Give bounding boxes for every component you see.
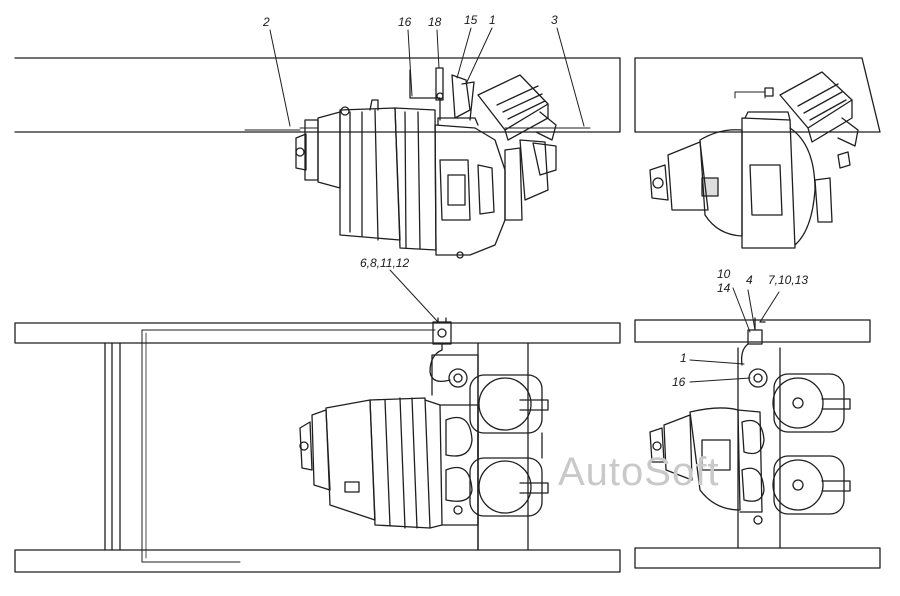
leader-1-bottom — [689, 359, 745, 365]
frame-rail-lower-bottom-right — [634, 547, 881, 569]
callout-10: 10 — [717, 267, 731, 281]
leader-18 — [436, 29, 440, 69]
gearbox-plan — [299, 397, 479, 529]
callout-16-bottom: 16 — [672, 375, 686, 389]
leader-3 — [556, 27, 585, 127]
gearbox-plan-right — [649, 407, 765, 525]
pipe-connector-6-8-11-12 — [429, 317, 452, 383]
watermark: AutoSoft — [558, 450, 720, 494]
air-cylinder — [477, 74, 557, 141]
callout-2: 2 — [263, 15, 270, 29]
callout-6-8-11-12: 6,8,11,12 — [360, 256, 410, 270]
frame-rail-upper-bottom-left — [14, 322, 621, 344]
control-levers — [409, 67, 475, 121]
leader-6-8-11-12 — [389, 269, 439, 323]
leader-lines — [269, 27, 780, 383]
gearbox-side — [295, 99, 557, 259]
callout-1-top: 1 — [489, 13, 496, 27]
air-cylinders-plan — [469, 374, 549, 517]
air-pipe — [244, 127, 591, 131]
callout-3: 3 — [551, 13, 558, 27]
leader-1-top — [465, 27, 493, 85]
bottom-left-plan-view — [14, 317, 621, 573]
pipe-run — [141, 329, 436, 563]
frame-rail-upper-bottom-right — [634, 319, 871, 343]
leader-7-10-13 — [759, 291, 780, 323]
callout-15: 15 — [464, 13, 478, 27]
callout-14: 14 — [717, 281, 731, 295]
callout-16-top: 16 — [398, 15, 412, 29]
leader-16-top — [407, 29, 413, 97]
top-left-side-view — [14, 57, 621, 259]
leader-15 — [456, 27, 472, 79]
top-right-rear-view — [634, 57, 881, 249]
air-cylinders-plan-right — [772, 373, 851, 515]
cross-member — [104, 342, 121, 551]
leader-4 — [747, 289, 756, 331]
leader-16-bottom — [689, 377, 751, 383]
callout-7-10-13: 7,10,13 — [768, 273, 809, 287]
frame-rail-lower-bottom-left — [14, 549, 621, 573]
bottom-right-plan-view — [634, 317, 881, 569]
air-cylinder-rear — [779, 71, 859, 147]
callout-4: 4 — [746, 273, 753, 287]
callout-1-bottom: 1 — [680, 351, 687, 365]
gearbox-rear — [649, 111, 851, 249]
frame-rail-top-right — [634, 57, 881, 133]
leader-2 — [269, 29, 291, 127]
callout-18: 18 — [428, 15, 442, 29]
leader-10-14 — [732, 287, 751, 333]
